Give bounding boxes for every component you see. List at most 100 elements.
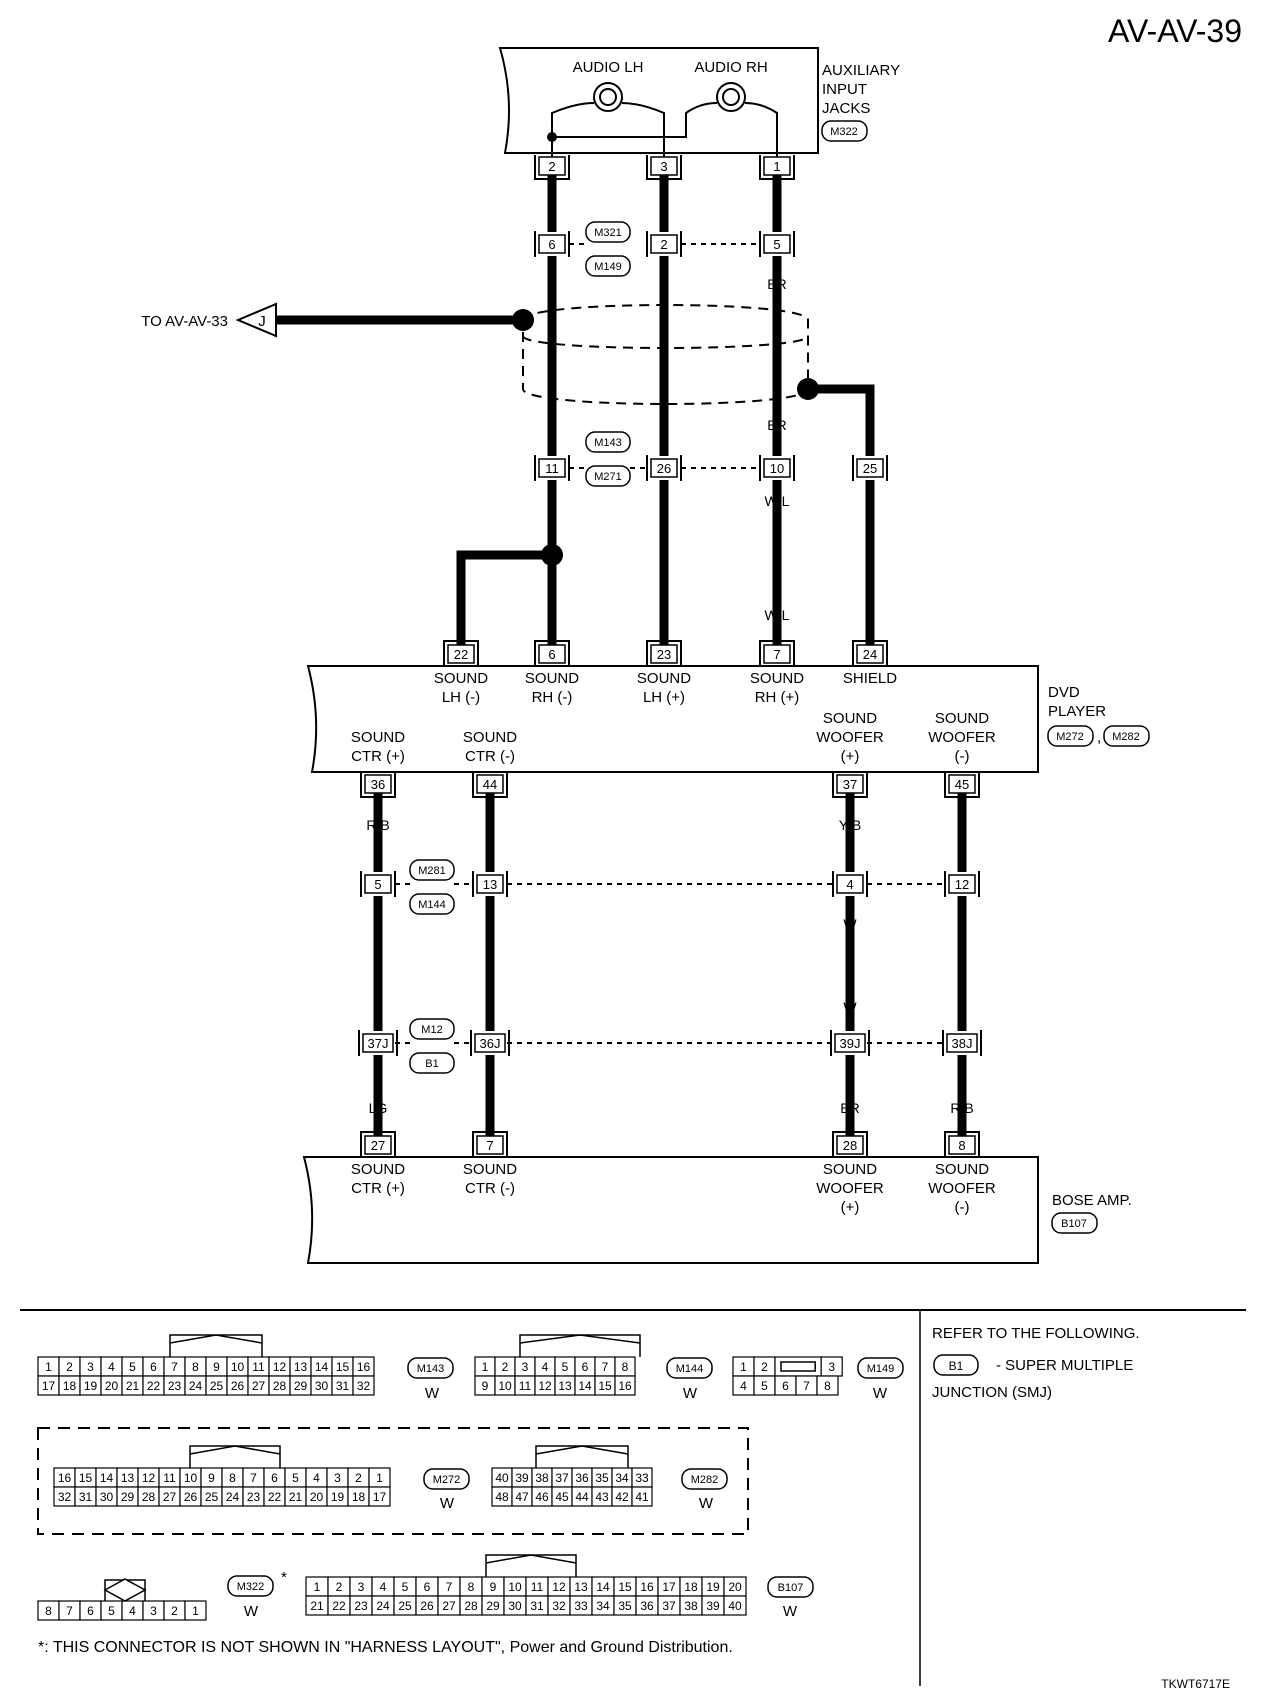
conn-m144-cell-label: 7 [602, 1360, 609, 1374]
wc7-0: P [373, 916, 382, 932]
conn-m149-badge [857, 1357, 904, 1379]
conn-m282-cell-label: 33 [635, 1471, 649, 1485]
conn-m143-cell-label: 29 [294, 1379, 308, 1393]
aux-pin-0: 2 [534, 155, 570, 180]
conn-m143-cell-label: 12 [273, 1360, 287, 1374]
refer-ref: B1 [949, 1359, 964, 1373]
conn-m282-cell-label: 46 [535, 1490, 549, 1504]
bose-pin-2-number: 28 [843, 1138, 857, 1153]
aux-jacks-connector-label: M322 [830, 126, 858, 138]
conn-m272-cell-label: 16 [58, 1471, 72, 1485]
bose-label-3-2: (-) [955, 1199, 970, 1216]
wc4-1: R [659, 493, 669, 509]
conn-m272-cell-label: 4 [313, 1471, 320, 1485]
dvd-bottom-pin-0: 36 [360, 773, 396, 798]
conn-m144-cell-label: 13 [558, 1379, 572, 1393]
conn-b107-cell [723, 1595, 747, 1616]
conn-m282-cell-label: 40 [495, 1471, 509, 1485]
conn-m272-cell-label: 14 [100, 1471, 114, 1485]
wc7-1: V [485, 916, 495, 932]
aux-jacks-name-2: INPUT [822, 81, 867, 98]
wc5-0: B [456, 607, 465, 623]
conn-m143-cell-label: 23 [168, 1379, 182, 1393]
conn-m143-badge [407, 1357, 454, 1379]
conn-b107-cell-label: 37 [662, 1599, 676, 1613]
conn-m282-cell-label: 47 [515, 1490, 529, 1504]
conn-m143-cell-label: 31 [336, 1379, 350, 1393]
conn-b107-cell-label: 12 [552, 1580, 566, 1594]
conn-m322-lock-icon [103, 1578, 147, 1602]
wc5-1: B [547, 607, 556, 623]
aux-pin-2-number: 1 [773, 159, 780, 174]
conn-m322-cell-label: 7 [66, 1604, 73, 1618]
j-label: J [258, 313, 266, 330]
wc3-1: R [659, 417, 669, 433]
jc1-pin-1-number: 2 [660, 237, 667, 252]
bose-label-3-0: SOUND [935, 1161, 989, 1178]
conn-m272-id: M272 [433, 1474, 461, 1486]
wc7-3: R [957, 916, 967, 932]
wc9-1: R [485, 1100, 495, 1116]
jc1-ref-bottom: M149 [594, 261, 622, 273]
wc6-1: R [485, 817, 495, 833]
conn-m282-id: M282 [691, 1474, 719, 1486]
conn-b107-cell-label: 21 [310, 1599, 324, 1613]
conn-m282-cell-label: 34 [615, 1471, 629, 1485]
conn-m272-cell-label: 11 [163, 1471, 176, 1485]
conn-m272-cell-label: 6 [271, 1471, 278, 1485]
dvd-top-pin-3: 7 [759, 640, 795, 665]
conn-m149-cell-label: 7 [803, 1379, 810, 1393]
conn-m272-cell-label: 22 [268, 1490, 282, 1504]
conn-m282-cell-label: 39 [515, 1471, 529, 1485]
conn-m143-cell-label: 25 [210, 1379, 224, 1393]
dvd-bottom-pin-3: 45 [944, 773, 980, 798]
conn-m143-cell-label: 17 [42, 1379, 56, 1393]
wc6-2: Y/B [839, 817, 862, 833]
dvd-connector-2: M282 [1112, 731, 1140, 743]
dvd-top-label-1-1: RH (-) [532, 689, 573, 706]
wc2-2: BR [767, 276, 786, 292]
jc4-ref-bottom-badge [409, 1052, 455, 1074]
dvd-top-pin-3-number: 7 [773, 647, 780, 662]
jc3-ref-top-badge [409, 859, 455, 881]
dvd-bottom-label-2-1: WOOFER [816, 729, 884, 746]
conn-b107-cell-label: 33 [574, 1599, 588, 1613]
conn-m322-star: * [281, 1569, 287, 1586]
conn-m143-cell-label: 32 [357, 1379, 371, 1393]
conn-m282-cell-label: 42 [615, 1490, 629, 1504]
conn-b107-cell-label: 1 [314, 1580, 321, 1594]
to-av-label: TO AV-AV-33 [141, 313, 228, 330]
conn-m144-cell-label: 9 [482, 1379, 489, 1393]
conn-m144-cell-label: 1 [482, 1360, 489, 1374]
conn-m144-cell-label: 16 [618, 1379, 632, 1393]
refer-line-2: - SUPER MULTIPLE [996, 1357, 1133, 1374]
conn-m149-cell-label: 2 [761, 1360, 768, 1374]
dvd-connector-badge-1 [1047, 725, 1094, 747]
conn-m143-cell-label: 5 [129, 1360, 136, 1374]
conn-m272-cell-label: 29 [121, 1490, 135, 1504]
wc2-1: R [659, 276, 669, 292]
conn-m149-cell-label: 5 [761, 1379, 768, 1393]
jc2-ref-top: M143 [594, 437, 622, 449]
conn-m272-cell-label: 30 [100, 1490, 114, 1504]
conn-b107-cell-label: 27 [442, 1599, 456, 1613]
conn-m282-cell [631, 1486, 653, 1507]
conn-m143-cell-label: 18 [63, 1379, 77, 1393]
conn-m149-cell-label: 3 [828, 1360, 835, 1374]
dvd-top-pin-0: 22 [443, 640, 479, 665]
bose-name: BOSE AMP. [1052, 1192, 1132, 1209]
conn-m143-color: W [425, 1385, 440, 1402]
conn-b107-cell-label: 25 [398, 1599, 412, 1613]
audio-lh-jack-icon [593, 82, 623, 112]
junction-references: M321 M149 M143 M271 M281 M144 M12 B1 [409, 221, 631, 1074]
dvd-bottom-pin-3-number: 45 [955, 777, 969, 792]
wc8-1: V [485, 999, 495, 1015]
conn-b107-cell-label: 13 [574, 1580, 588, 1594]
conn-b107-cell-label: 23 [354, 1599, 368, 1613]
conn-b107-cell-label: 17 [662, 1580, 676, 1594]
conn-m143-cell-label: 24 [189, 1379, 203, 1393]
conn-b107-cell-label: 29 [486, 1599, 500, 1613]
page-title: AV-AV-39 [1108, 13, 1242, 49]
